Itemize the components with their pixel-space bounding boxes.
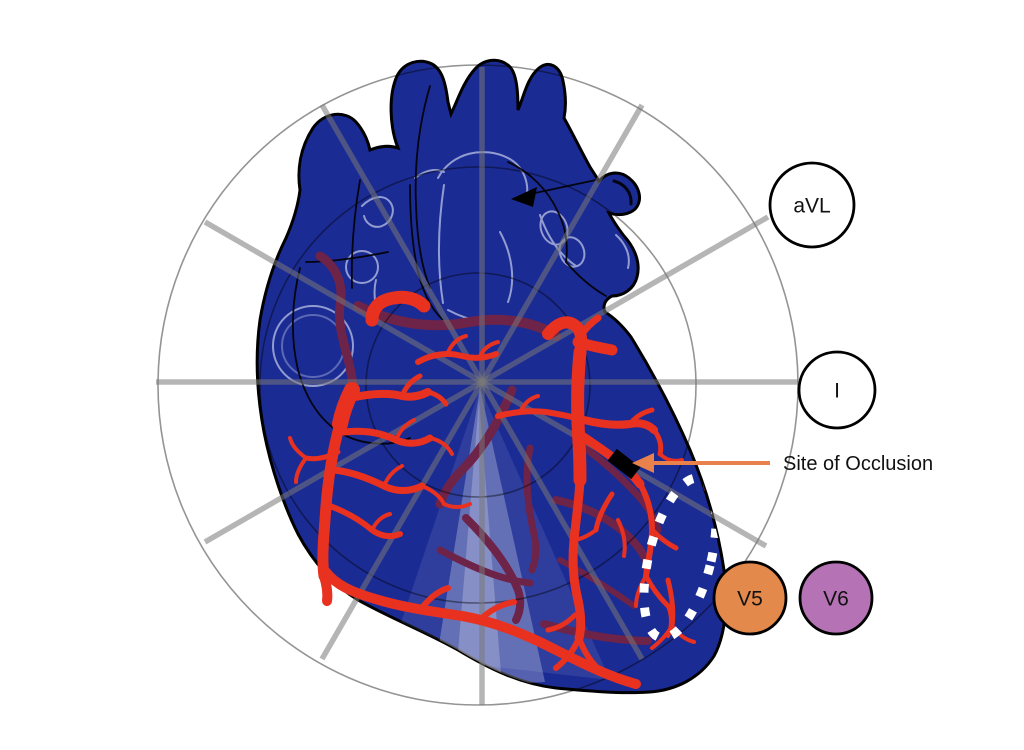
heart-inner-dark-lines [292, 85, 633, 445]
occlusion-label: Site of Occlusion [783, 453, 933, 475]
lead-v6: V6 [798, 560, 874, 636]
occlusion-marker [607, 448, 641, 480]
lead-label-v6: V6 [823, 587, 849, 610]
lead-i: I [797, 350, 877, 430]
lead-v5: V5 [712, 560, 788, 636]
lead-label-avl: aVL [793, 194, 830, 217]
lead-label-i: I [834, 379, 840, 402]
grid-circle-inner [365, 272, 591, 498]
occlusion-arrow-head [632, 453, 654, 473]
lead-circle-i [797, 350, 877, 430]
occlusion-annotation: Site of Occlusion [632, 453, 933, 475]
lead-circle-v5 [712, 560, 788, 636]
lead-circle-v6 [798, 560, 874, 636]
grid-circle-middle [259, 166, 697, 604]
lead-avl: aVL [768, 161, 856, 249]
lead-label-v5: V5 [737, 587, 763, 610]
lead-circle-avl [768, 161, 856, 249]
ischemia-dotted-outline [639, 473, 721, 643]
coronary-arteries-bright [288, 290, 696, 689]
cut-vessel-beak [511, 187, 537, 207]
